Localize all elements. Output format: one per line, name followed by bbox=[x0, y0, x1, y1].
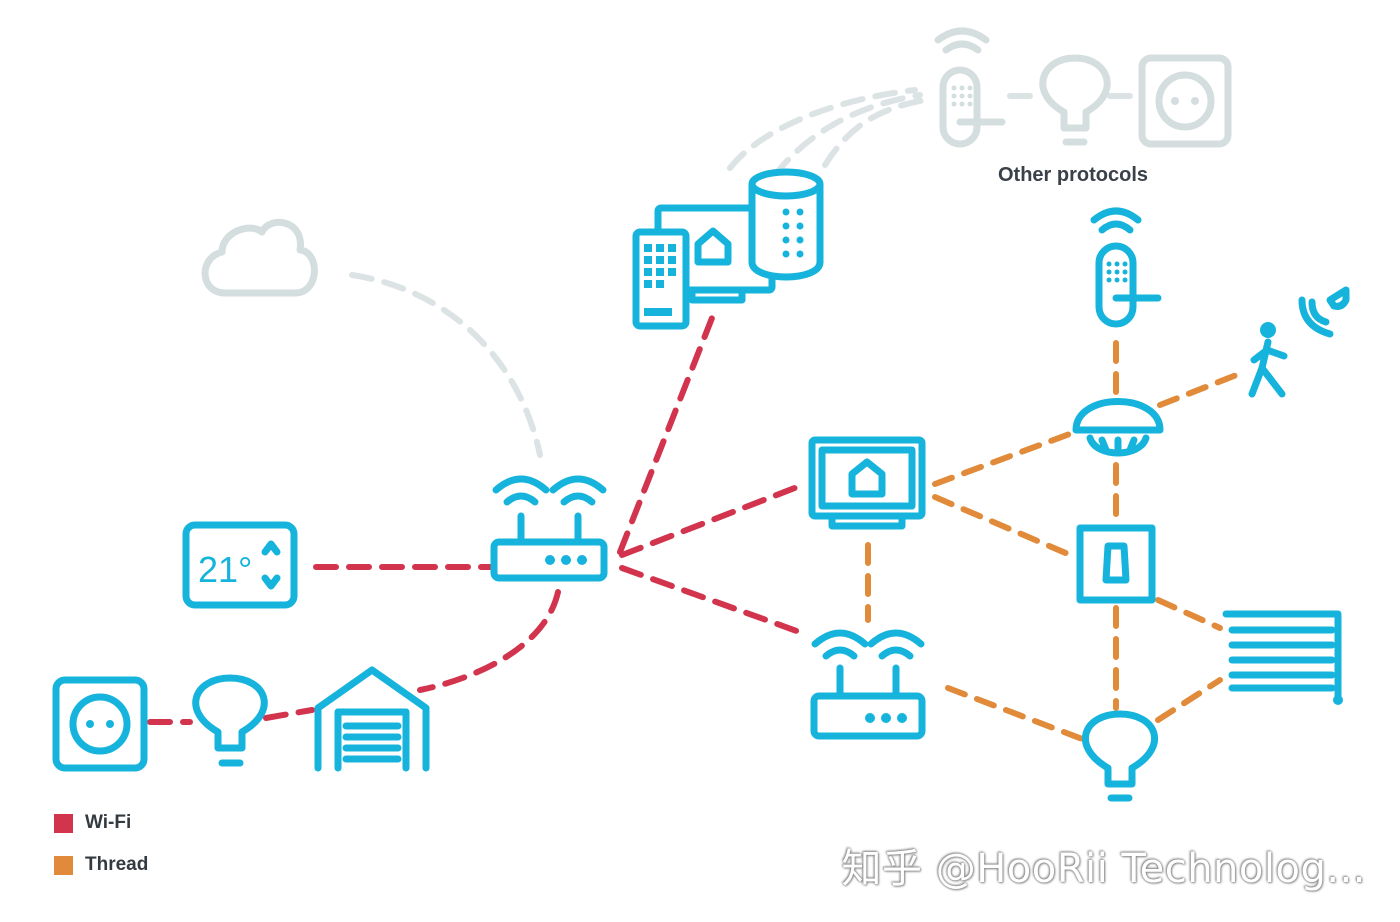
legend-swatch-thread bbox=[54, 855, 73, 875]
smart-lock-icon bbox=[1090, 207, 1162, 328]
thermostat-temperature: 21° bbox=[198, 549, 252, 590]
smart-plug-icon bbox=[1138, 54, 1232, 148]
motion-sensor-icon bbox=[1248, 286, 1350, 398]
legend-item-wifi: Wi-Fi bbox=[54, 812, 131, 834]
window-blinds-icon bbox=[1222, 610, 1343, 705]
thread-border-router-icon bbox=[810, 629, 926, 740]
light-bulb-icon bbox=[192, 674, 268, 767]
other-protocol-links bbox=[349, 87, 1138, 458]
other-protocols-label: Other protocols bbox=[998, 164, 1148, 186]
wifi-router-icon bbox=[490, 475, 608, 582]
smoke-detector-icon bbox=[1072, 398, 1164, 457]
smart-devices-icon bbox=[632, 204, 776, 330]
wifi-links bbox=[147, 315, 808, 725]
cloud-icon bbox=[201, 218, 318, 297]
smart-plug-icon bbox=[52, 676, 148, 772]
light-bulb-icon bbox=[1082, 710, 1158, 802]
legend-label: Thread bbox=[85, 854, 149, 875]
watermark: 知乎 @HooRii Technolog... bbox=[841, 846, 1366, 892]
smart-speaker-icon bbox=[748, 168, 824, 281]
legend-swatch-wifi bbox=[54, 813, 73, 833]
other-protocol-devices bbox=[934, 27, 1232, 148]
legend-label: Wi-Fi bbox=[85, 812, 132, 833]
light-bulb-icon bbox=[1039, 54, 1111, 146]
legend-item-thread: Thread bbox=[54, 854, 148, 876]
garage-door-icon bbox=[314, 666, 430, 772]
light-switch-icon bbox=[1076, 524, 1156, 604]
home-display-icon bbox=[808, 436, 926, 530]
thermostat-icon: 21° bbox=[182, 521, 298, 609]
smart-lock-icon bbox=[934, 27, 1006, 148]
thread-links bbox=[865, 340, 1247, 743]
